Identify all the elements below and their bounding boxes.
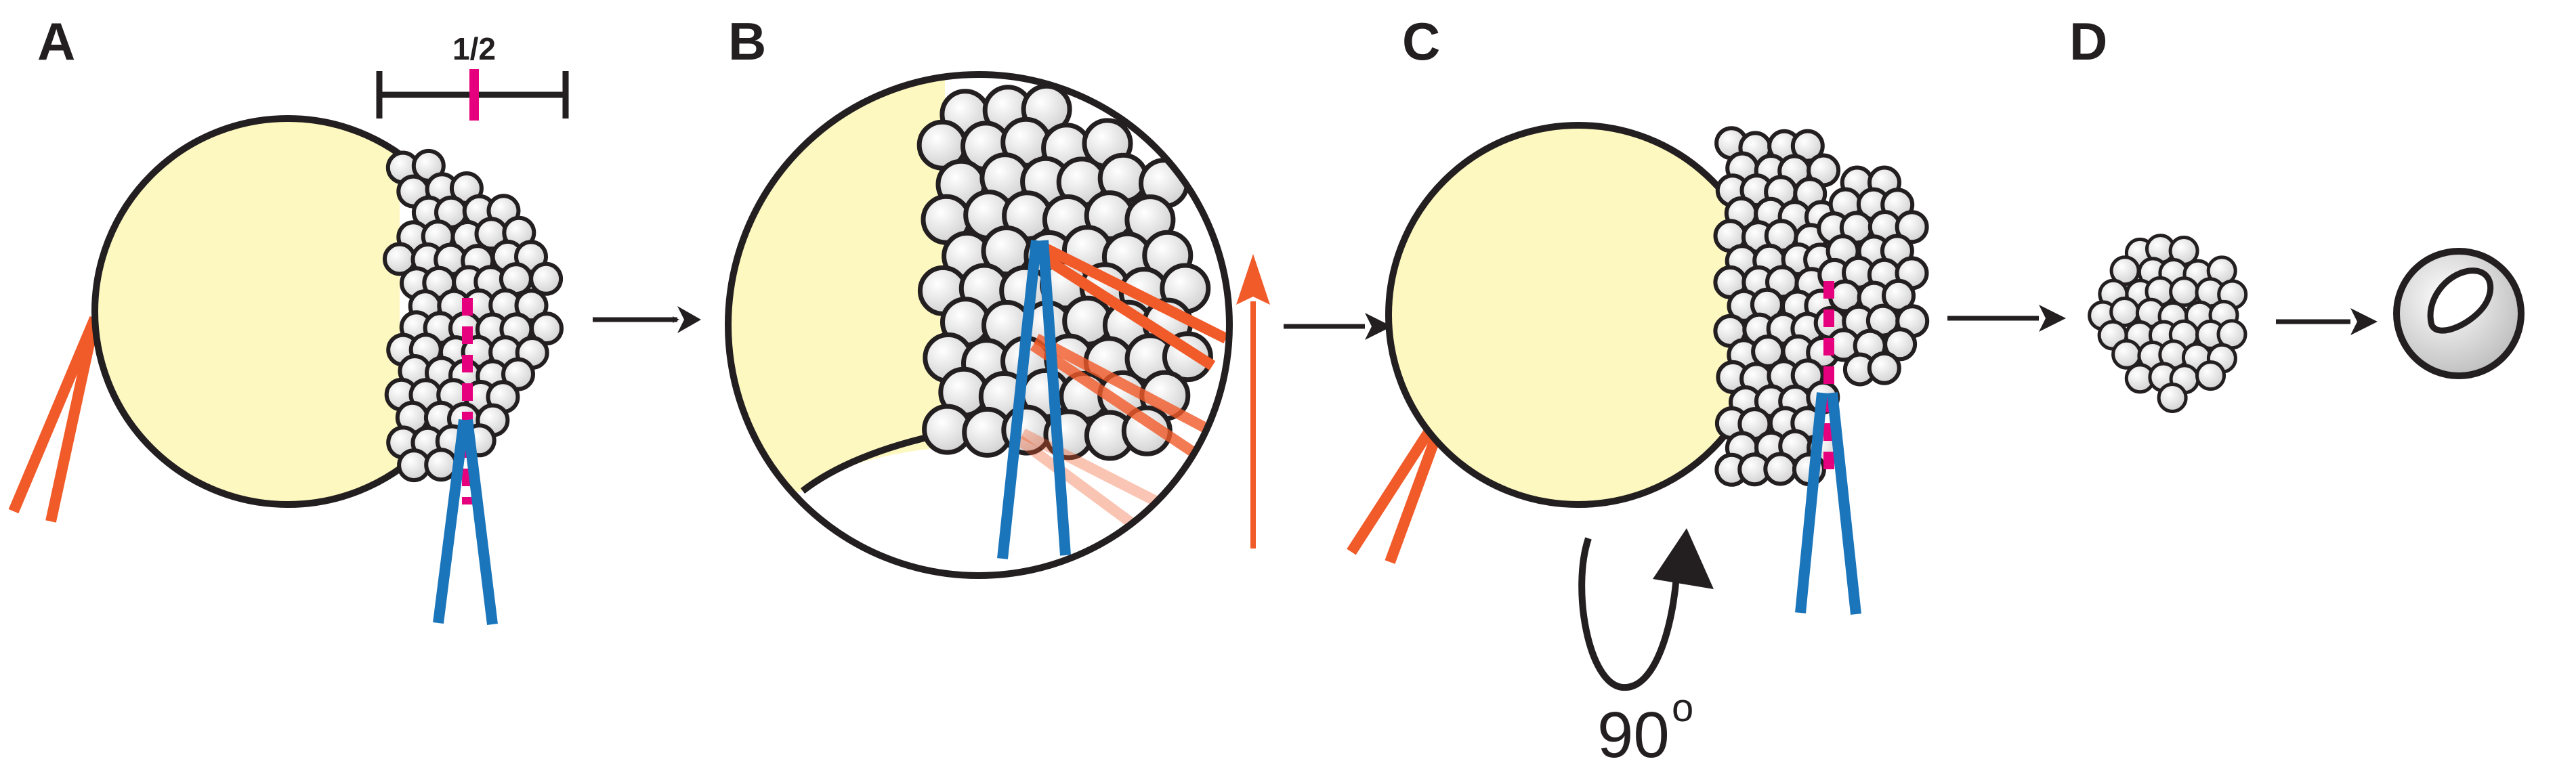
- cell-cluster-c: [1713, 126, 1930, 487]
- cell: [501, 357, 535, 391]
- embryo-outline-b: [725, 71, 1233, 579]
- cell: [1883, 327, 1918, 362]
- cell: [514, 288, 549, 323]
- rotation-angle-unit: o: [1672, 686, 1693, 730]
- yolk-c: [1385, 122, 1771, 508]
- hollow-sphere: [2393, 248, 2525, 379]
- panel-b-label: B: [728, 12, 766, 71]
- rotation-arrow: [1578, 528, 1714, 691]
- panel-d-label: D: [2069, 12, 2107, 71]
- cell: [2169, 276, 2200, 307]
- panel-d: D: [2069, 12, 2248, 413]
- scale-bar-label: 1/2: [452, 31, 496, 66]
- cell: [1763, 452, 1798, 486]
- cell: [529, 261, 564, 296]
- cell-cluster-a: [383, 148, 564, 483]
- blue-needle-a: [433, 418, 498, 625]
- panel-c: C 90 o: [1347, 12, 1930, 771]
- panel-a: A 1/2: [8, 12, 569, 625]
- cell: [2195, 360, 2226, 391]
- cell: [1895, 210, 1929, 244]
- panel-b: B: [725, 12, 1270, 579]
- cell: [424, 448, 459, 482]
- cell-cluster-b: [916, 83, 1213, 461]
- cell: [2157, 383, 2188, 413]
- movement-arrow-b: [1236, 254, 1270, 549]
- panel-c-label: C: [1402, 12, 1440, 71]
- orange-needle-a: [8, 316, 100, 523]
- sphere-lumen: [2427, 267, 2494, 334]
- cell: [1882, 278, 1916, 313]
- blue-needle-b: [997, 240, 1071, 559]
- panel-a-label: A: [37, 12, 75, 71]
- blue-needle-c: [1795, 392, 1861, 615]
- rotation-angle-value: 90: [1597, 699, 1670, 771]
- cell-aggregate-d: [2088, 234, 2248, 413]
- cell: [1867, 351, 1901, 385]
- cell: [530, 311, 564, 346]
